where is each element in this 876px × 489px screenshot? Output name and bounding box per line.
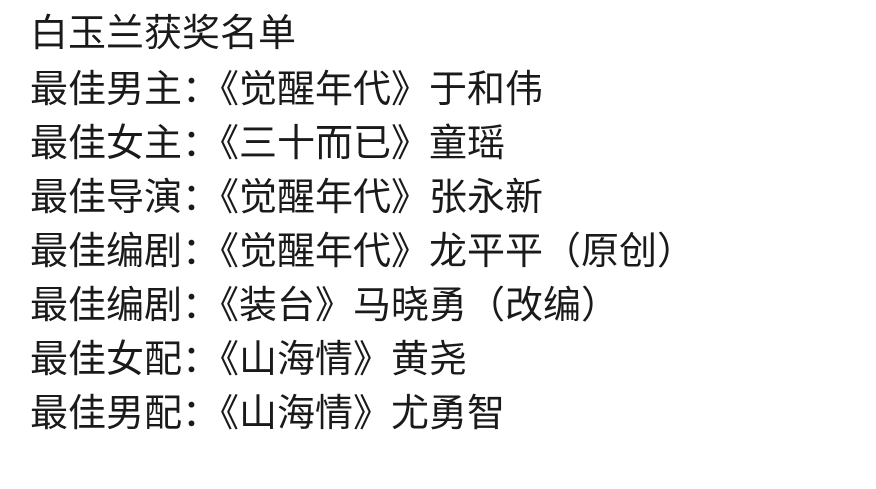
document-title: 白玉兰获奖名单: [30, 11, 297, 55]
award-line-best-actor: 最佳男主：《觉醒年代》于和伟: [30, 67, 544, 111]
award-line-best-original-screenplay: 最佳编剧：《觉醒年代》龙平平（原创）: [30, 229, 696, 273]
award-line-best-adapted-screenplay: 最佳编剧：《装台》马晓勇（改编）: [30, 283, 620, 327]
award-list: 最佳男主：《觉醒年代》于和伟 最佳女主：《三十而已》童瑶 最佳导演：《觉醒年代》…: [30, 62, 876, 440]
award-line-best-supporting-actress: 最佳女配：《山海情》黄尧: [30, 337, 468, 381]
award-line-best-supporting-actor: 最佳男配：《山海情》尤勇智: [30, 391, 506, 435]
award-line-best-actress: 最佳女主：《三十而已》童瑶: [30, 121, 506, 165]
award-line-best-director: 最佳导演：《觉醒年代》张永新: [30, 175, 544, 219]
